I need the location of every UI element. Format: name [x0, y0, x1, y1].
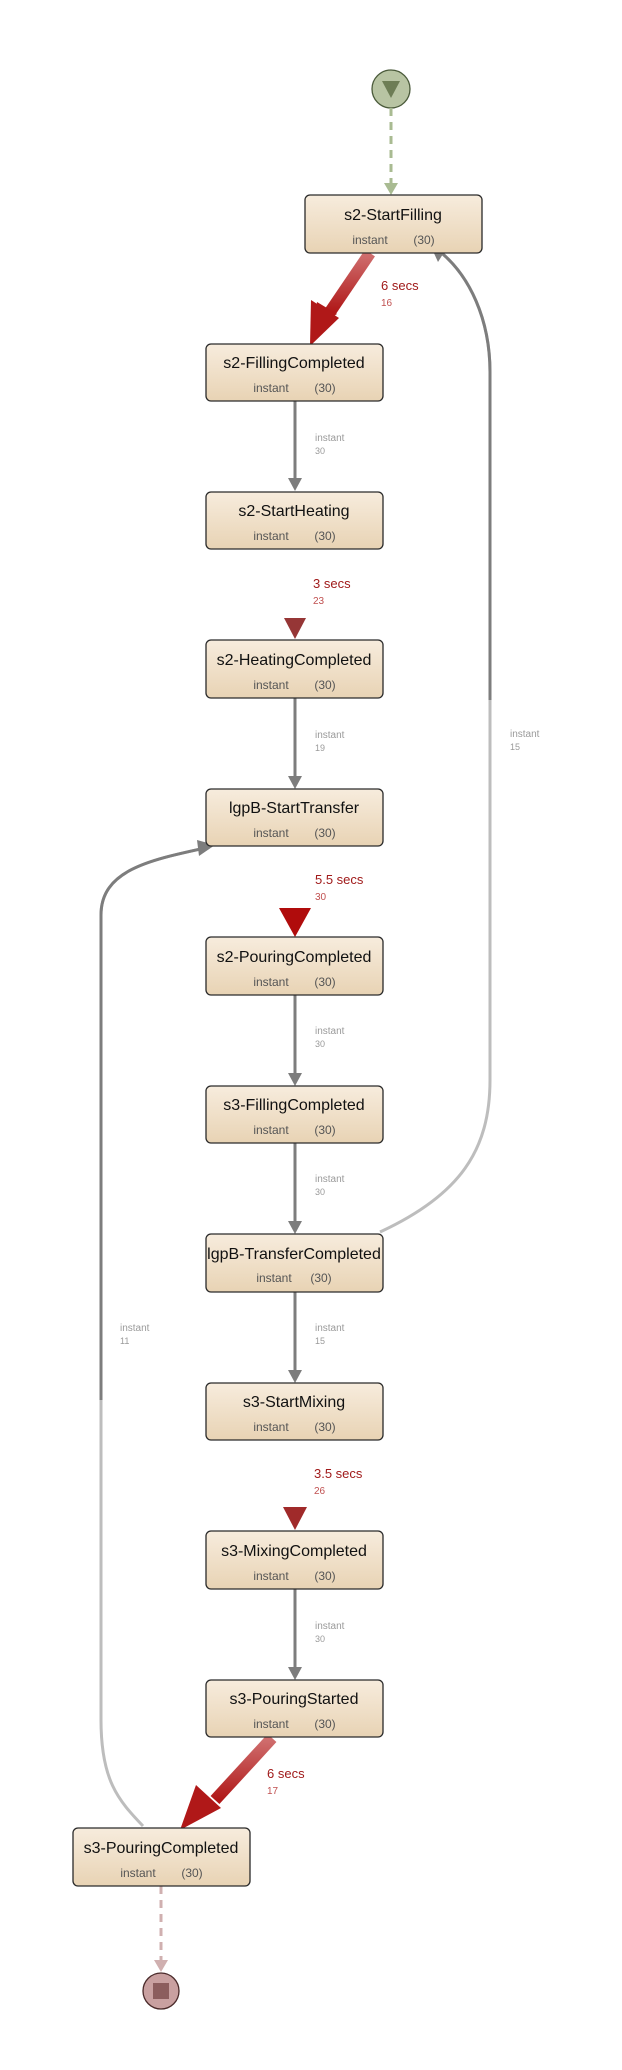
- edge-s3-pouringcompleted-to-lgpb-starttransfer[interactable]: [99, 840, 215, 1828]
- node-title: s3-StartMixing: [243, 1394, 345, 1411]
- node-count: (30): [314, 529, 335, 543]
- node-count: (30): [413, 233, 434, 247]
- activity-node-s3-mixingcompleted[interactable]: s3-MixingCompleted instant (30): [205, 1530, 384, 1590]
- edge-count-label: 17: [267, 1786, 279, 1797]
- edge-lgpb-transfercompleted-to-s3-startmixing[interactable]: [288, 1292, 302, 1383]
- node-duration: instant: [253, 1569, 289, 1583]
- node-title: s3-FillingCompleted: [223, 1097, 364, 1114]
- edge-time-label: 6 secs: [381, 278, 419, 293]
- edge-s3-mixingcompleted-to-s3-pouringstarted[interactable]: [288, 1589, 302, 1680]
- activity-node-s2-startheating[interactable]: s2-StartHeating instant (30): [205, 491, 384, 550]
- node-duration: instant: [120, 1866, 156, 1880]
- node-title: s2-PouringCompleted: [217, 949, 372, 966]
- edge-count-label: 15: [510, 742, 520, 752]
- edge-count-label: 15: [315, 1336, 325, 1346]
- node-title: s2-FillingCompleted: [223, 355, 364, 372]
- edge-time-label: instant: [510, 729, 540, 740]
- activity-node-lgpb-starttransfer[interactable]: lgpB-StartTransfer instant (30): [205, 788, 384, 847]
- edge-time-label: instant: [120, 1323, 150, 1334]
- node-duration: instant: [253, 1123, 289, 1137]
- node-duration: instant: [256, 1271, 292, 1285]
- node-count: (30): [314, 1420, 335, 1434]
- activity-node-s2-pouringcompleted[interactable]: s2-PouringCompleted instant (30): [205, 936, 384, 996]
- edge-s2-startfilling-to-s2-fillingcompleted[interactable]: [310, 249, 375, 346]
- node-title: s3-PouringCompleted: [84, 1840, 239, 1857]
- edge-s2-heatingcompleted-to-lgpb-starttransfer[interactable]: [288, 698, 302, 789]
- edge-time-label: instant: [315, 1323, 345, 1334]
- node-duration: instant: [253, 678, 289, 692]
- edge-time-label: instant: [315, 1174, 345, 1185]
- edge-time-label: 5.5 secs: [315, 872, 364, 887]
- edge-count-label: 30: [315, 446, 325, 456]
- edge-time-label: 3.5 secs: [314, 1466, 363, 1481]
- start-node[interactable]: [371, 69, 411, 109]
- edge-s2-startheating-to-s2-heatingcompleted[interactable]: [284, 549, 306, 639]
- node-count: (30): [314, 1717, 335, 1731]
- edge-count-label: 11: [120, 1336, 129, 1346]
- edge-lgpb-starttransfer-to-s2-pouringcompleted[interactable]: [279, 846, 311, 937]
- edge-time-label: instant: [315, 1026, 345, 1037]
- node-duration: instant: [352, 233, 388, 247]
- node-duration: instant: [253, 529, 289, 543]
- node-count: (30): [314, 975, 335, 989]
- edge-time-label: instant: [315, 730, 345, 741]
- node-title: s3-MixingCompleted: [221, 1543, 367, 1560]
- edge-count-label: 30: [315, 892, 327, 903]
- activity-node-s3-pouringcompleted[interactable]: s3-PouringCompleted instant (30): [72, 1827, 251, 1887]
- activity-node-s2-startfilling[interactable]: s2-StartFilling instant (30): [304, 194, 483, 254]
- node-title: s3-PouringStarted: [230, 1691, 359, 1708]
- node-duration: instant: [253, 381, 289, 395]
- node-count: (30): [314, 826, 335, 840]
- edge-count-label: 16: [381, 298, 393, 309]
- end-square-icon: [153, 1983, 169, 1999]
- end-node[interactable]: [142, 1972, 180, 2010]
- activity-node-s3-startmixing[interactable]: s3-StartMixing instant (30): [205, 1382, 384, 1441]
- edge-s3-startmixing-to-s3-mixingcompleted[interactable]: [283, 1440, 307, 1530]
- node-count: (30): [181, 1866, 202, 1880]
- node-count: (30): [314, 1569, 335, 1583]
- activity-node-s3-pouringstarted[interactable]: s3-PouringStarted instant (30): [205, 1679, 384, 1738]
- activity-node-s2-heatingcompleted[interactable]: s2-HeatingCompleted instant (30): [205, 639, 384, 699]
- node-duration: instant: [253, 1717, 289, 1731]
- edge-s3-pouringstarted-to-s3-pouringcompleted[interactable]: [180, 1733, 277, 1830]
- node-count: (30): [310, 1271, 331, 1285]
- edge-lgpb-transfercompleted-to-s2-startfilling[interactable]: [379, 240, 492, 1234]
- node-title: lgpB-StartTransfer: [229, 800, 360, 817]
- node-duration: instant: [253, 826, 289, 840]
- edge-time-label: instant: [315, 1621, 345, 1632]
- edge-start-to-s2-startfilling: [384, 108, 398, 195]
- edge-count-label: 30: [315, 1187, 325, 1197]
- start-triangle-icon: [382, 81, 400, 98]
- node-title: lgpB-TransferCompleted: [207, 1246, 381, 1263]
- edge-count-label: 19: [315, 743, 325, 753]
- activity-node-s2-fillingcompleted[interactable]: s2-FillingCompleted instant (30): [205, 343, 384, 402]
- edge-s2-fillingcompleted-to-s2-startheating[interactable]: [288, 401, 302, 491]
- node-count: (30): [314, 381, 335, 395]
- node-title: s2-StartHeating: [238, 503, 349, 520]
- node-count: (30): [314, 678, 335, 692]
- edge-count-label: 26: [314, 1486, 326, 1497]
- activity-node-s3-fillingcompleted[interactable]: s3-FillingCompleted instant (30): [205, 1085, 384, 1144]
- edge-time-label: instant: [315, 433, 345, 444]
- edge-time-label: 3 secs: [313, 576, 351, 591]
- edge-s2-pouringcompleted-to-s3-fillingcompleted[interactable]: [288, 995, 302, 1086]
- node-title: s2-HeatingCompleted: [217, 652, 372, 669]
- edge-s3-fillingcompleted-to-lgpb-transfercompleted[interactable]: [288, 1143, 302, 1234]
- edge-count-label: 30: [315, 1039, 325, 1049]
- activity-node-lgpb-transfercompleted[interactable]: lgpB-TransferCompleted instant (30): [205, 1233, 384, 1293]
- edge-s3-pouringcompleted-to-end: [154, 1886, 168, 1972]
- node-duration: instant: [253, 1420, 289, 1434]
- edge-count-label: 23: [313, 596, 325, 607]
- node-duration: instant: [253, 975, 289, 989]
- edge-time-label: 6 secs: [267, 1766, 305, 1781]
- node-title: s2-StartFilling: [344, 207, 442, 224]
- edge-count-label: 30: [315, 1634, 325, 1644]
- node-count: (30): [314, 1123, 335, 1137]
